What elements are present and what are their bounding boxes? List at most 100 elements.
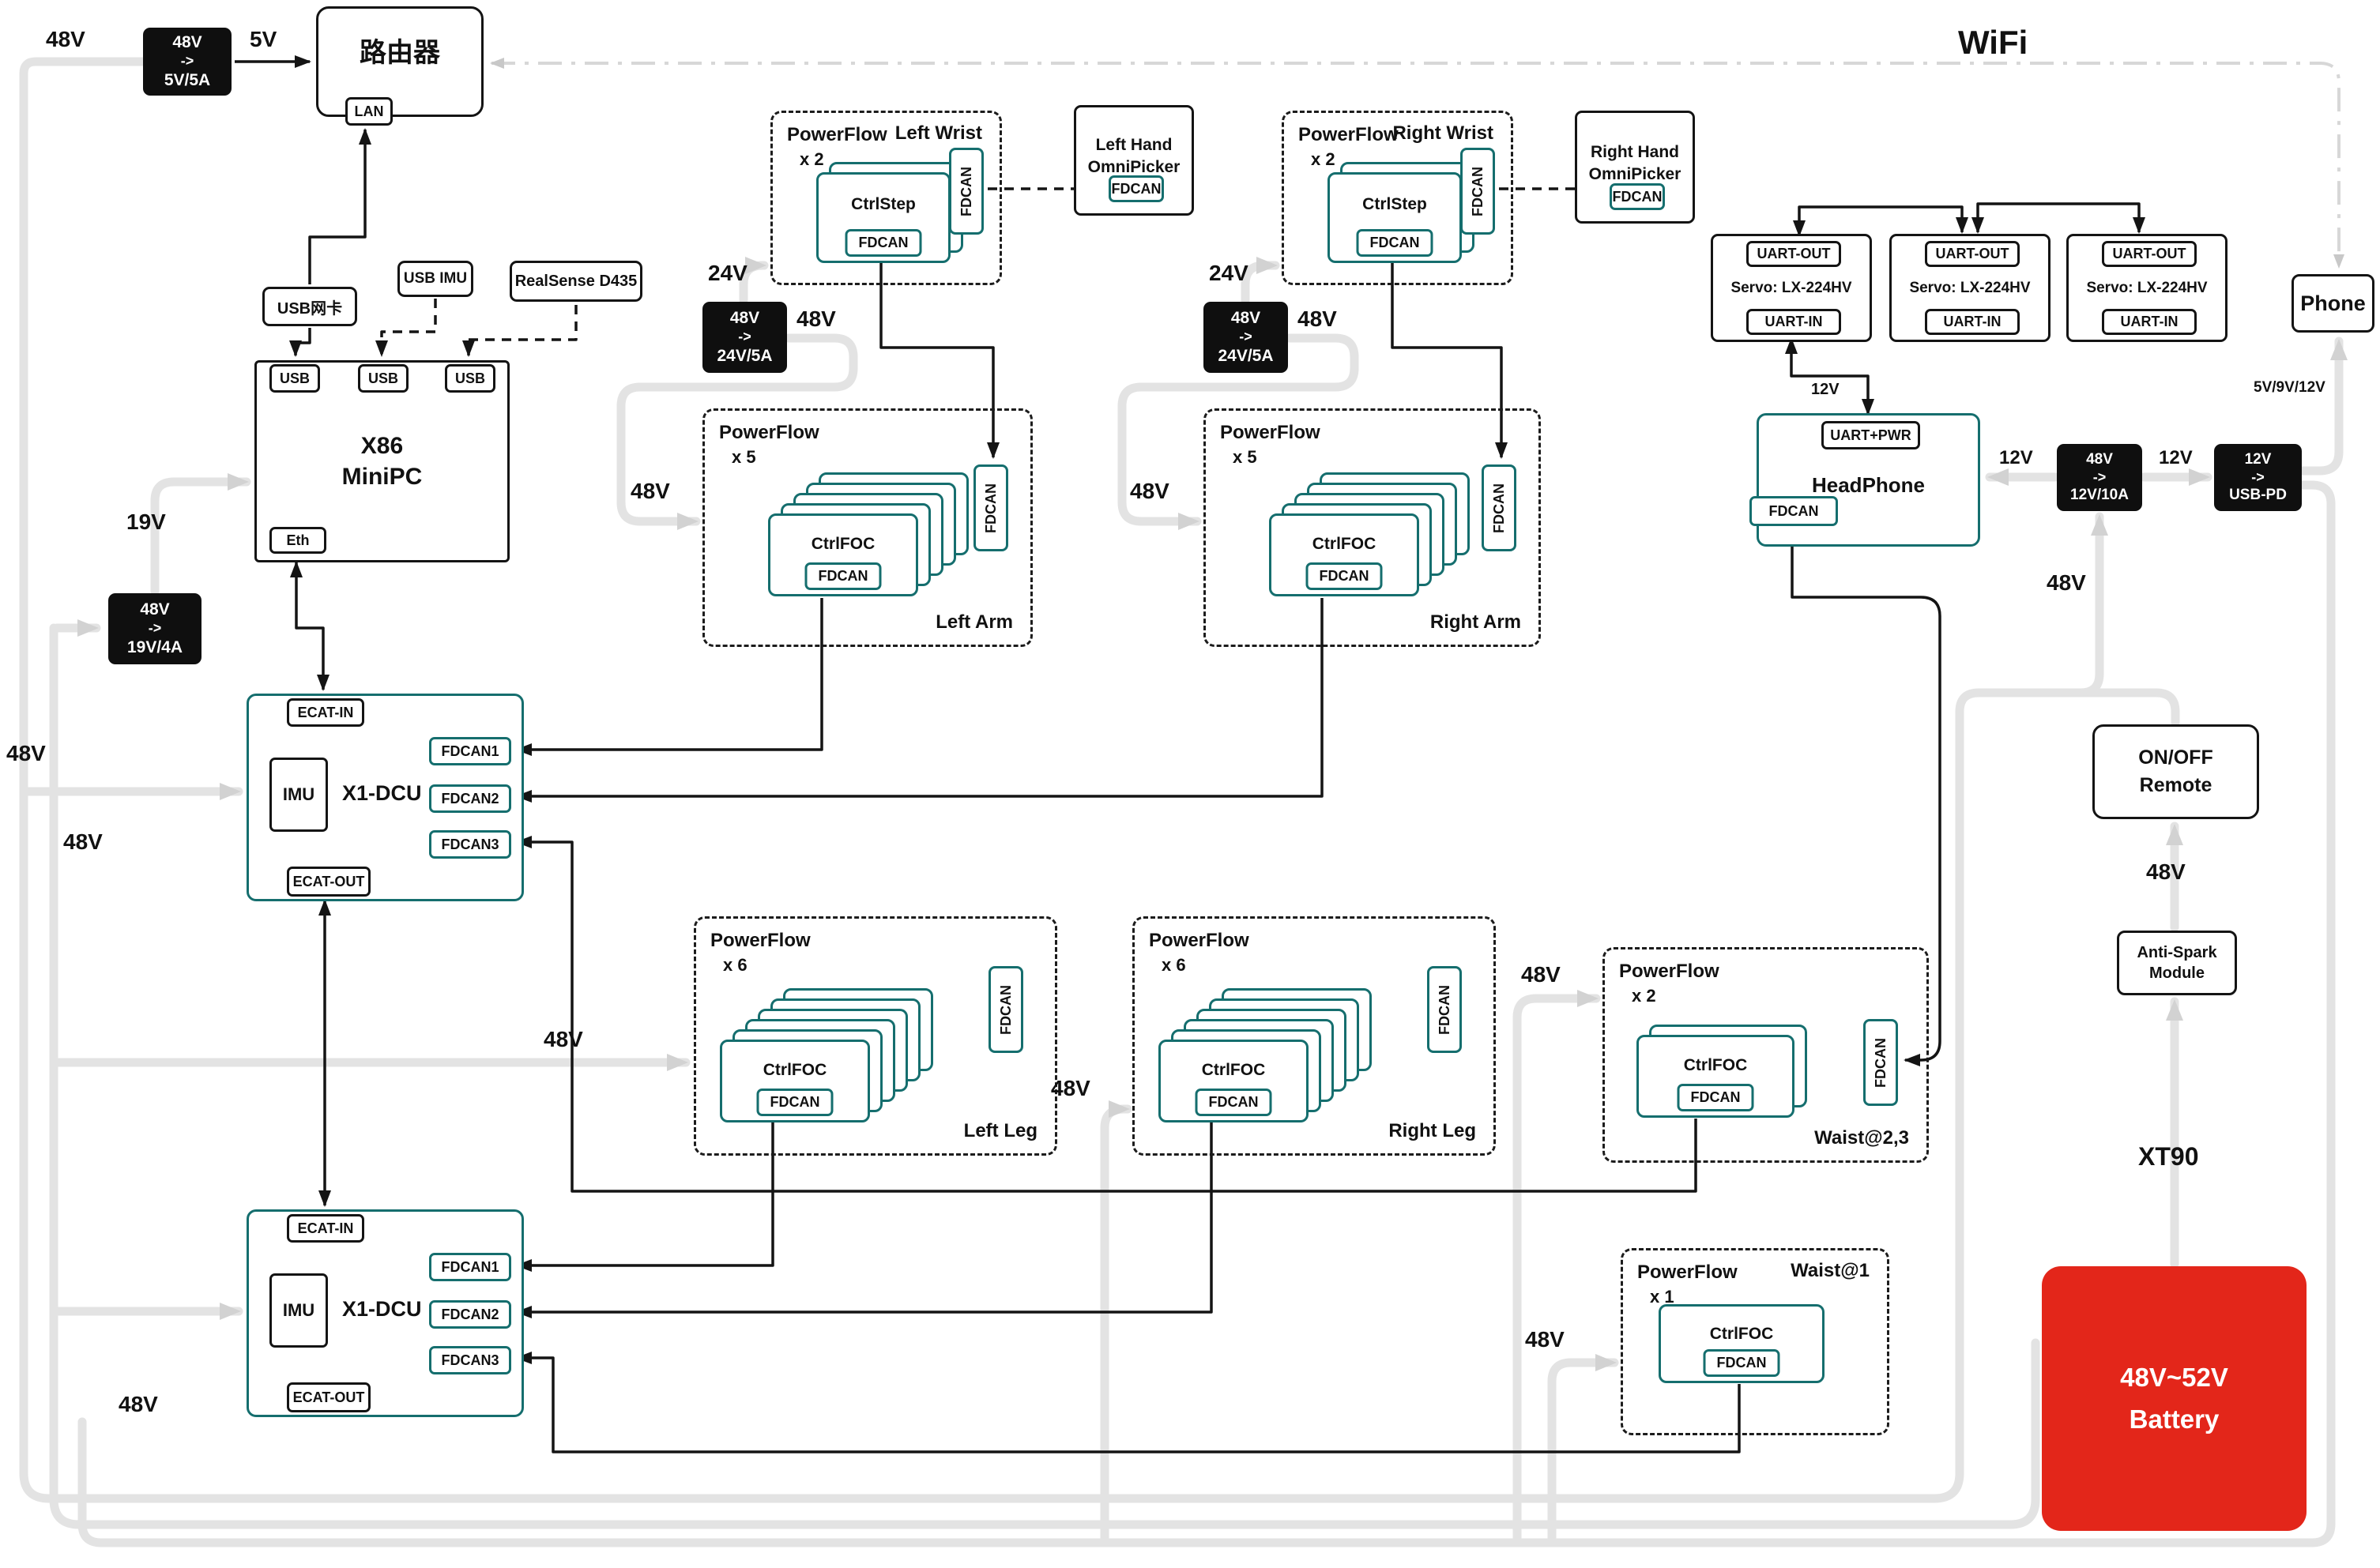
voltage-label: 48V	[1297, 306, 1337, 331]
wire-48v-to-waist1	[1547, 1354, 1619, 1546]
eth-port: Eth	[269, 527, 326, 554]
left-hand-omnipicker: Left Hand OmniPicker FDCAN	[1074, 105, 1194, 216]
router-title: 路由器	[360, 37, 440, 68]
fdcan1-port: FDCAN1	[429, 737, 511, 765]
fdcan2-port: FDCAN2	[429, 1300, 511, 1329]
converter-output-label: 19V/4A	[126, 637, 183, 656]
wire-remote-output	[1974, 688, 2180, 728]
voltage-label: 24V	[1209, 261, 1248, 285]
lan-port: LAN	[345, 97, 393, 126]
driver-stack: CtrlFOC FDCAN	[1269, 472, 1470, 596]
battery: 48V~52V Battery	[2042, 1266, 2307, 1531]
wire-48v-bottom-outer	[77, 480, 2336, 1547]
ecat-in-port: ECAT-IN	[287, 698, 364, 727]
powerflow-driver-box: CtrlStep FDCAN	[1327, 172, 1462, 263]
wire-waist1-to-dcu2-fdcan3	[515, 1352, 1741, 1453]
anti-spark-module: Anti-Spark Module	[2117, 931, 2237, 995]
fdcan-chip: FDCAN	[804, 562, 882, 590]
converter-48v-24v-right: 48V -> 24V/5A	[1203, 302, 1288, 373]
driver-label: CtrlFOC	[1709, 1324, 1774, 1343]
uart-out-port: UART-OUT	[1925, 241, 2020, 267]
ecat-in-port: ECAT-IN	[287, 1214, 364, 1243]
right-hand-omnipicker: Right Hand OmniPicker FDCAN	[1575, 111, 1695, 224]
wire-48v-to-left-arm	[616, 333, 858, 530]
converter-input-label: 48V	[1230, 309, 1261, 328]
onoff-remote: ON/OFF Remote	[2092, 724, 2259, 819]
voltage-label: 48V	[544, 1027, 583, 1051]
converter-12v-usbpd: 12V -> USB-PD	[2214, 444, 2302, 511]
uart-out-port: UART-OUT	[1746, 241, 1841, 267]
antispark-name2: Module	[2149, 964, 2205, 982]
voltage-label: 48V	[63, 829, 103, 854]
wire-48v-to-waist23	[1512, 990, 1601, 1546]
driver-stack: CtrlFOC FDCAN	[1158, 988, 1372, 1122]
servo-name: Servo: LX-224HV	[2086, 279, 2208, 296]
fdcan1-port: FDCAN1	[429, 1253, 511, 1281]
wire-headphone-to-waist23-fdcan	[1791, 529, 1941, 1066]
driver-label: CtrlStep	[851, 195, 916, 214]
powerflow-location: Right Leg	[1388, 1120, 1476, 1141]
wire-48v-second-loop	[49, 623, 2040, 1529]
converter-arrow: ->	[1239, 329, 1252, 345]
fdcan-chip: FDCAN	[1677, 1084, 1754, 1111]
powerflow-driver-box: CtrlFOC FDCAN	[720, 1040, 870, 1122]
wire-eth-to-ecat-in	[290, 561, 330, 691]
servo-name: Servo: LX-224HV	[1730, 279, 1852, 296]
voltage-label: 48V	[631, 479, 670, 503]
x1-dcu-upper: ECAT-IN IMU X1-DCU FDCAN1 FDCAN2 FDCAN3 …	[247, 694, 524, 901]
converter-output-label: 12V/10A	[2070, 487, 2129, 504]
fdcan-port: FDCAN	[1460, 148, 1495, 235]
converter-48v-24v-left: 48V -> 24V/5A	[702, 302, 787, 373]
converter-output-label: 5V/5A	[164, 70, 211, 89]
fdcan-port: FDCAN	[989, 966, 1023, 1053]
antispark-name1: Anti-Spark	[2137, 944, 2217, 961]
fdcan3-port: FDCAN3	[429, 830, 511, 859]
driver-label: CtrlStep	[1362, 195, 1427, 214]
x1-dcu-lower: ECAT-IN IMU X1-DCU FDCAN1 FDCAN2 FDCAN3 …	[247, 1209, 524, 1417]
servo-name: Servo: LX-224HV	[1909, 279, 2031, 296]
powerflow-driver-box: CtrlFOC FDCAN	[768, 513, 918, 596]
powerflow-location: Left Leg	[963, 1120, 1037, 1141]
voltage-label: 12V	[2159, 447, 2193, 468]
voltage-label: 48V	[119, 1392, 158, 1416]
wire-leftleg-to-dcu2-fdcan1	[515, 1122, 774, 1272]
driver-stack: CtrlFOC FDCAN	[768, 472, 969, 596]
powerflow-location: Right Arm	[1429, 611, 1521, 633]
powerflow-location: Waist@1	[1791, 1260, 1870, 1281]
driver-label: CtrlFOC	[763, 1060, 827, 1079]
minipc: USB USB USB X86 MiniPC Eth	[254, 360, 510, 562]
uart-in-port: UART-IN	[2102, 309, 2197, 335]
voltage-label: 48V	[2146, 859, 2186, 884]
driver-stack: CtrlStep FDCAN	[1327, 162, 1474, 263]
headphone: UART+PWR HeadPhone FDCAN	[1749, 413, 1980, 547]
converter-48v-19v: 48V -> 19V/4A	[108, 593, 201, 664]
fdcan-chip: FDCAN	[1195, 1089, 1272, 1116]
headphone-title: HeadPhone	[1811, 473, 1926, 497]
fdcan-port: FDCAN	[1427, 966, 1462, 1053]
fdcan-chip: FDCAN	[1703, 1349, 1780, 1377]
wire-leftwrist-to-leftarm-fdcan	[879, 262, 1000, 459]
imu-module: IMU	[269, 1273, 328, 1348]
router: 路由器 LAN	[316, 6, 484, 126]
wire-wifi-link	[490, 58, 2344, 269]
converter-output-label: 24V/5A	[717, 346, 773, 365]
fdcan-port: FDCAN	[1863, 1019, 1898, 1106]
voltage-label: 48V	[796, 306, 836, 331]
fdcan3-port: FDCAN3	[429, 1346, 511, 1374]
wifi-label: WiFi	[1958, 24, 2028, 61]
driver-label: CtrlFOC	[1683, 1055, 1748, 1074]
voltage-label: 12V	[1999, 447, 2033, 468]
powerflow-driver-box: CtrlFOC FDCAN	[1158, 1040, 1309, 1122]
fdcan-chip: FDCAN	[1356, 229, 1433, 257]
converter-arrow: ->	[180, 53, 194, 70]
